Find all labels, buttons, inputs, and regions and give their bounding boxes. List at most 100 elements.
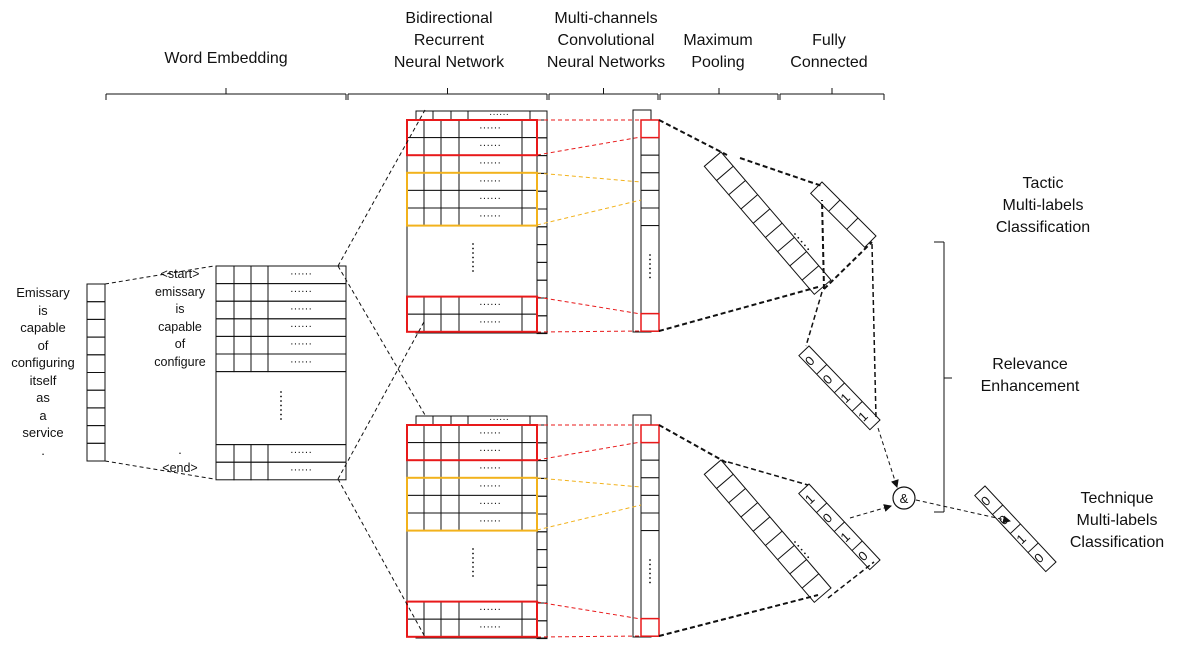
row-ellipsis: ······	[479, 480, 501, 492]
birnn-back-cell	[536, 566, 548, 586]
birnn-cell	[521, 424, 538, 444]
cnn-dots	[649, 577, 651, 579]
embedding-dots	[280, 418, 282, 420]
birnn-cell	[521, 189, 538, 209]
header-birnn-line3: Neural Network	[393, 54, 505, 71]
input-cell	[86, 301, 106, 320]
header-birnn: Bidirectional Recurrent Neural Network	[394, 8, 504, 74]
strip-cell-divider	[1027, 542, 1039, 553]
cnn-cell	[640, 137, 660, 156]
birnn-back-cell	[536, 424, 548, 444]
birnn-back-cell	[536, 137, 548, 157]
embedding-matrix: ········································…	[215, 265, 347, 481]
birnn-dots	[472, 570, 474, 573]
birnn-back-cell	[536, 155, 548, 174]
birnn-cell	[423, 459, 442, 479]
embedding-dots	[280, 404, 282, 407]
row-ellipsis: ······	[479, 140, 501, 152]
strip-cell-divider	[801, 573, 820, 589]
relevance-label-line1: Relevance	[992, 356, 1068, 373]
tactic-output-connector	[805, 291, 823, 347]
embedding-dots	[280, 391, 282, 393]
technique-output-arrow	[915, 499, 1011, 524]
token: <end>	[162, 460, 198, 475]
fc-connector	[739, 157, 823, 187]
birnn-dots	[472, 243, 474, 245]
birnn-back-cell	[536, 226, 548, 246]
birnn-cell	[521, 137, 538, 156]
header-word-embedding: Word Embedding	[164, 50, 288, 67]
cnn-dots	[649, 267, 651, 270]
cnn-cell	[640, 442, 660, 461]
conv-window-connector	[536, 136, 642, 156]
brace-max-pooling	[659, 88, 779, 100]
birnn-cell	[440, 119, 460, 139]
cnn-dots	[649, 572, 651, 575]
conv-window-connector	[536, 504, 642, 531]
technique-connector	[727, 461, 809, 486]
embedding-cell	[250, 353, 269, 373]
technique-label-line3: Classification	[1069, 534, 1165, 551]
embedding-cell	[215, 265, 235, 285]
red-output-cell	[640, 424, 660, 444]
relevance-label: Relevance Enhancement	[981, 354, 1080, 398]
header-birnn-line1: Bidirectional	[405, 10, 493, 27]
input-word: itself	[29, 372, 57, 388]
birnn-back-cell	[450, 110, 469, 121]
embedding-dots	[280, 400, 282, 402]
input-cell	[86, 425, 106, 444]
input-cell	[86, 318, 106, 338]
birnn-cell	[440, 494, 460, 514]
birnn-cell	[440, 459, 460, 479]
technique-label-line2: Multi-labels	[1076, 512, 1158, 529]
birnn-back-cell	[415, 415, 434, 426]
token: emissary	[154, 284, 205, 299]
birnn-cell	[406, 459, 425, 479]
header-mccnn-line1: Multi-channels	[554, 10, 658, 27]
embedding-cell	[233, 283, 252, 302]
ellipsis-dot	[807, 248, 810, 251]
input-cell	[86, 283, 106, 303]
birnn-back-cell	[536, 297, 548, 317]
embedding-cell	[215, 335, 235, 355]
row-ellipsis: ······	[479, 604, 501, 616]
strip-cell-divider	[816, 502, 828, 513]
tactic-label-line1: Tactic	[1022, 175, 1064, 192]
birnn-dots	[472, 575, 474, 577]
embedding-cell	[233, 318, 252, 337]
red-window	[406, 600, 538, 638]
row-ellipsis: ······	[290, 338, 312, 350]
cnn-cell	[640, 494, 660, 514]
input-word-column	[86, 283, 106, 462]
tactic-label-line2: Multi-labels	[1002, 197, 1084, 214]
strip-outline	[809, 181, 877, 249]
ellipsis-dot	[794, 541, 796, 543]
embedding-cell	[250, 335, 269, 355]
row-ellipsis: ······	[479, 299, 501, 311]
conv-window-connector	[536, 441, 642, 461]
strip-cell-divider	[828, 199, 841, 212]
birnn-cell	[440, 512, 460, 532]
red-output-cell	[640, 617, 660, 637]
birnn-cell	[406, 296, 425, 315]
cnn-middle-cell	[640, 225, 660, 315]
cnn-dots	[649, 563, 651, 566]
strip-cell-divider	[833, 521, 845, 532]
header-fully-connected: Fully Connected	[790, 30, 867, 74]
row-ellipsis: ······	[290, 285, 312, 297]
birnn-cell	[406, 154, 425, 174]
birnn-cell	[406, 172, 425, 191]
input-word: as	[36, 390, 50, 405]
technique-connector	[827, 561, 875, 599]
red-output-cell	[640, 312, 660, 332]
strip-cell-divider	[816, 364, 828, 375]
ellipsis-dot	[797, 544, 800, 547]
cnn-cell	[640, 189, 660, 209]
row-ellipsis: ······	[479, 515, 501, 527]
token: configure	[154, 354, 206, 369]
birnn-back-cell	[536, 549, 548, 568]
birnn-back-cell	[536, 477, 548, 497]
conv-window-connector	[536, 199, 642, 226]
birnn-cell	[440, 207, 460, 227]
